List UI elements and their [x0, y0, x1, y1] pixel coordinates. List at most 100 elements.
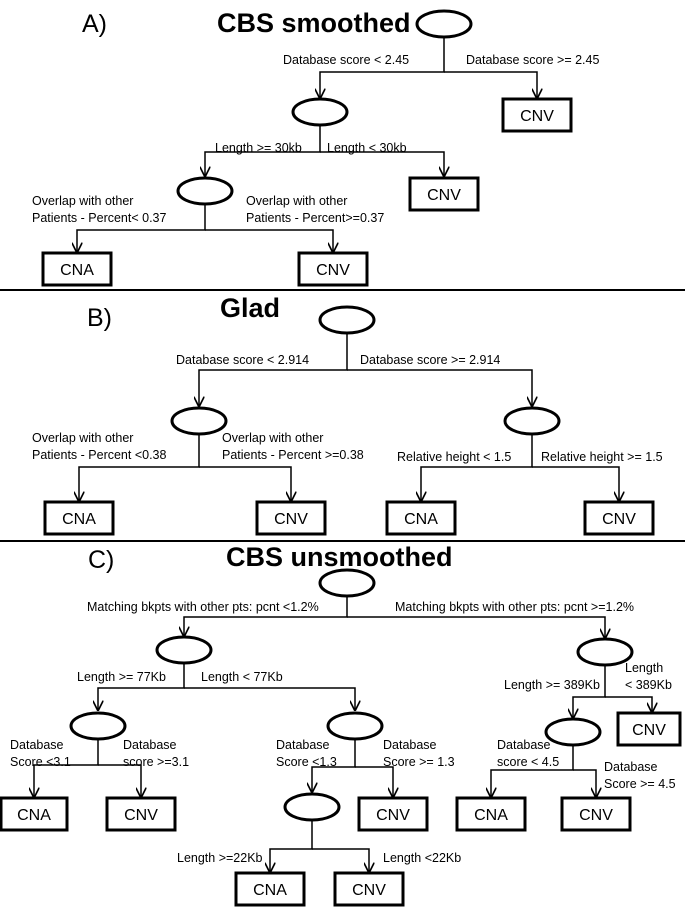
edge-c-n4-left [312, 740, 356, 792]
leaf-label: CNV [632, 722, 666, 739]
leaf-c-cnv-5: CNV [333, 871, 405, 907]
label-a-len-lt: Length < 30kb [327, 141, 407, 155]
leaf-label: CNV [124, 807, 158, 824]
label-b-db-ge: Database score >= 2.914 [360, 353, 500, 367]
leaf-a-cnv-2: CNV [408, 176, 480, 212]
decision-node-c-length389 [576, 637, 634, 667]
edge-c-n1-right [184, 687, 355, 710]
leaf-label: CNV [376, 807, 410, 824]
edge-c-n3-left [34, 740, 99, 797]
decision-node-b-overlap [170, 406, 228, 436]
leaf-b-cna-2: CNA [385, 500, 457, 536]
leaf-c-cna-3: CNA [234, 871, 306, 907]
edge-c-n2-left [573, 665, 606, 718]
edge-b-root-right [347, 369, 532, 406]
label-c-db13-l2: Score <1.3 [276, 755, 337, 769]
panel-a-letter: A) [82, 10, 107, 38]
label-c-db13-r2: Score >= 1.3 [383, 755, 455, 769]
leaf-b-cna-1: CNA [43, 500, 115, 536]
decision-node-b-root [318, 305, 376, 335]
edge-a-n2-right [205, 229, 333, 252]
label-c-db31-l2: Score <3.1 [10, 755, 71, 769]
edge-a-root-right [444, 71, 537, 98]
edge-c-root-right [347, 616, 605, 638]
label-c-db13-l1: Database [276, 738, 330, 752]
leaf-label: CNA [474, 807, 508, 824]
edge-b-n2-left [421, 435, 533, 501]
label-b-rh-ge: Relative height >= 1.5 [541, 450, 663, 464]
label-b-rh-lt: Relative height < 1.5 [397, 450, 511, 464]
edge-a-n1-right [320, 151, 444, 176]
edge-b-n1-left [79, 435, 200, 501]
decision-node-b-height [503, 406, 561, 436]
panel-c-letter: C) [88, 546, 114, 574]
edge-c-n5-left [491, 745, 574, 797]
leaf-label: CNV [274, 511, 308, 528]
label-b-ov-l1: Overlap with other [32, 431, 133, 445]
leaf-c-cna-2: CNA [455, 796, 527, 832]
edge-b-n1-right [199, 466, 291, 501]
leaf-a-cnv-1: CNV [501, 97, 573, 133]
edge-b-n2-right [532, 466, 619, 501]
leaf-label: CNV [352, 882, 386, 899]
decision-node-c-length22 [283, 792, 341, 822]
leaf-label: CNV [520, 108, 554, 125]
edge-a-n1-left [205, 125, 321, 176]
label-c-db45-r1: Database [604, 760, 658, 774]
label-b-ov-r1: Overlap with other [222, 431, 323, 445]
panel-a-edges [77, 38, 537, 252]
leaf-label: CNV [427, 187, 461, 204]
panel-b-title: Glad [220, 293, 280, 323]
label-c-len-ge389: Length >= 389Kb [504, 678, 600, 692]
edge-c-root-left [184, 596, 348, 636]
label-c-db45-l2: score < 4.5 [497, 755, 559, 769]
label-a-db-lt: Database score < 2.45 [283, 53, 409, 67]
leaf-a-cna-1: CNA [41, 251, 113, 287]
edge-c-n5-right [573, 769, 596, 797]
decision-node-a-overlap [176, 176, 234, 206]
panel-c-title: CBS unsmoothed [226, 542, 453, 572]
decision-node-c-db31 [69, 711, 127, 741]
leaf-c-cnv-3: CNV [357, 796, 429, 832]
edge-a-root-left [320, 38, 445, 98]
label-c-db13-r1: Database [383, 738, 437, 752]
edge-c-n6-right [312, 848, 369, 872]
label-c-db31-l1: Database [10, 738, 64, 752]
panel-a-title: CBS smoothed [217, 8, 411, 38]
label-c-mb-ge: Matching bkpts with other pts: pcnt >=1.… [395, 600, 634, 614]
edge-c-n4-right [355, 766, 393, 797]
label-c-len-ge77: Length >= 77Kb [77, 670, 166, 684]
leaf-c-cnv-4: CNV [560, 796, 632, 832]
leaf-b-cnv-2: CNV [583, 500, 655, 536]
leaf-label: CNV [602, 511, 636, 528]
leaf-label: CNA [60, 262, 94, 279]
label-a-db-ge: Database score >= 2.45 [466, 53, 599, 67]
edge-c-n3-right [98, 764, 141, 797]
label-c-mb-lt: Matching bkpts with other pts: pcnt <1.2… [87, 600, 319, 614]
label-c-db45-l1: Database [497, 738, 551, 752]
decision-node-c-root [318, 568, 376, 598]
label-a-ov-r1: Overlap with other [246, 194, 347, 208]
edge-c-n6-left [270, 820, 313, 872]
decision-node-a-root [415, 9, 473, 39]
edge-c-n1-left [98, 663, 185, 710]
decision-node-c-length77 [155, 635, 213, 665]
label-b-ov-r2: Patients - Percent >=0.38 [222, 448, 364, 462]
decision-node-a-length [291, 97, 349, 127]
label-a-len-ge: Length >= 30kb [215, 141, 302, 155]
leaf-label: CNA [17, 807, 51, 824]
label-b-ov-l2: Patients - Percent <0.38 [32, 448, 167, 462]
label-c-len-lt22: Length <22Kb [383, 851, 461, 865]
decision-node-c-db13 [326, 711, 384, 741]
label-b-db-lt: Database score < 2.914 [176, 353, 309, 367]
panel-b-edges [79, 333, 619, 501]
leaf-label: CNA [62, 511, 96, 528]
leaf-label: CNV [316, 262, 350, 279]
leaf-a-cnv-3: CNV [297, 251, 369, 287]
leaf-c-cna-1: CNA [0, 796, 69, 832]
leaf-label: CNA [253, 882, 287, 899]
label-c-db31-r2: score >=3.1 [123, 755, 189, 769]
label-c-db31-r1: Database [123, 738, 177, 752]
label-a-ov-l1: Overlap with other [32, 194, 133, 208]
